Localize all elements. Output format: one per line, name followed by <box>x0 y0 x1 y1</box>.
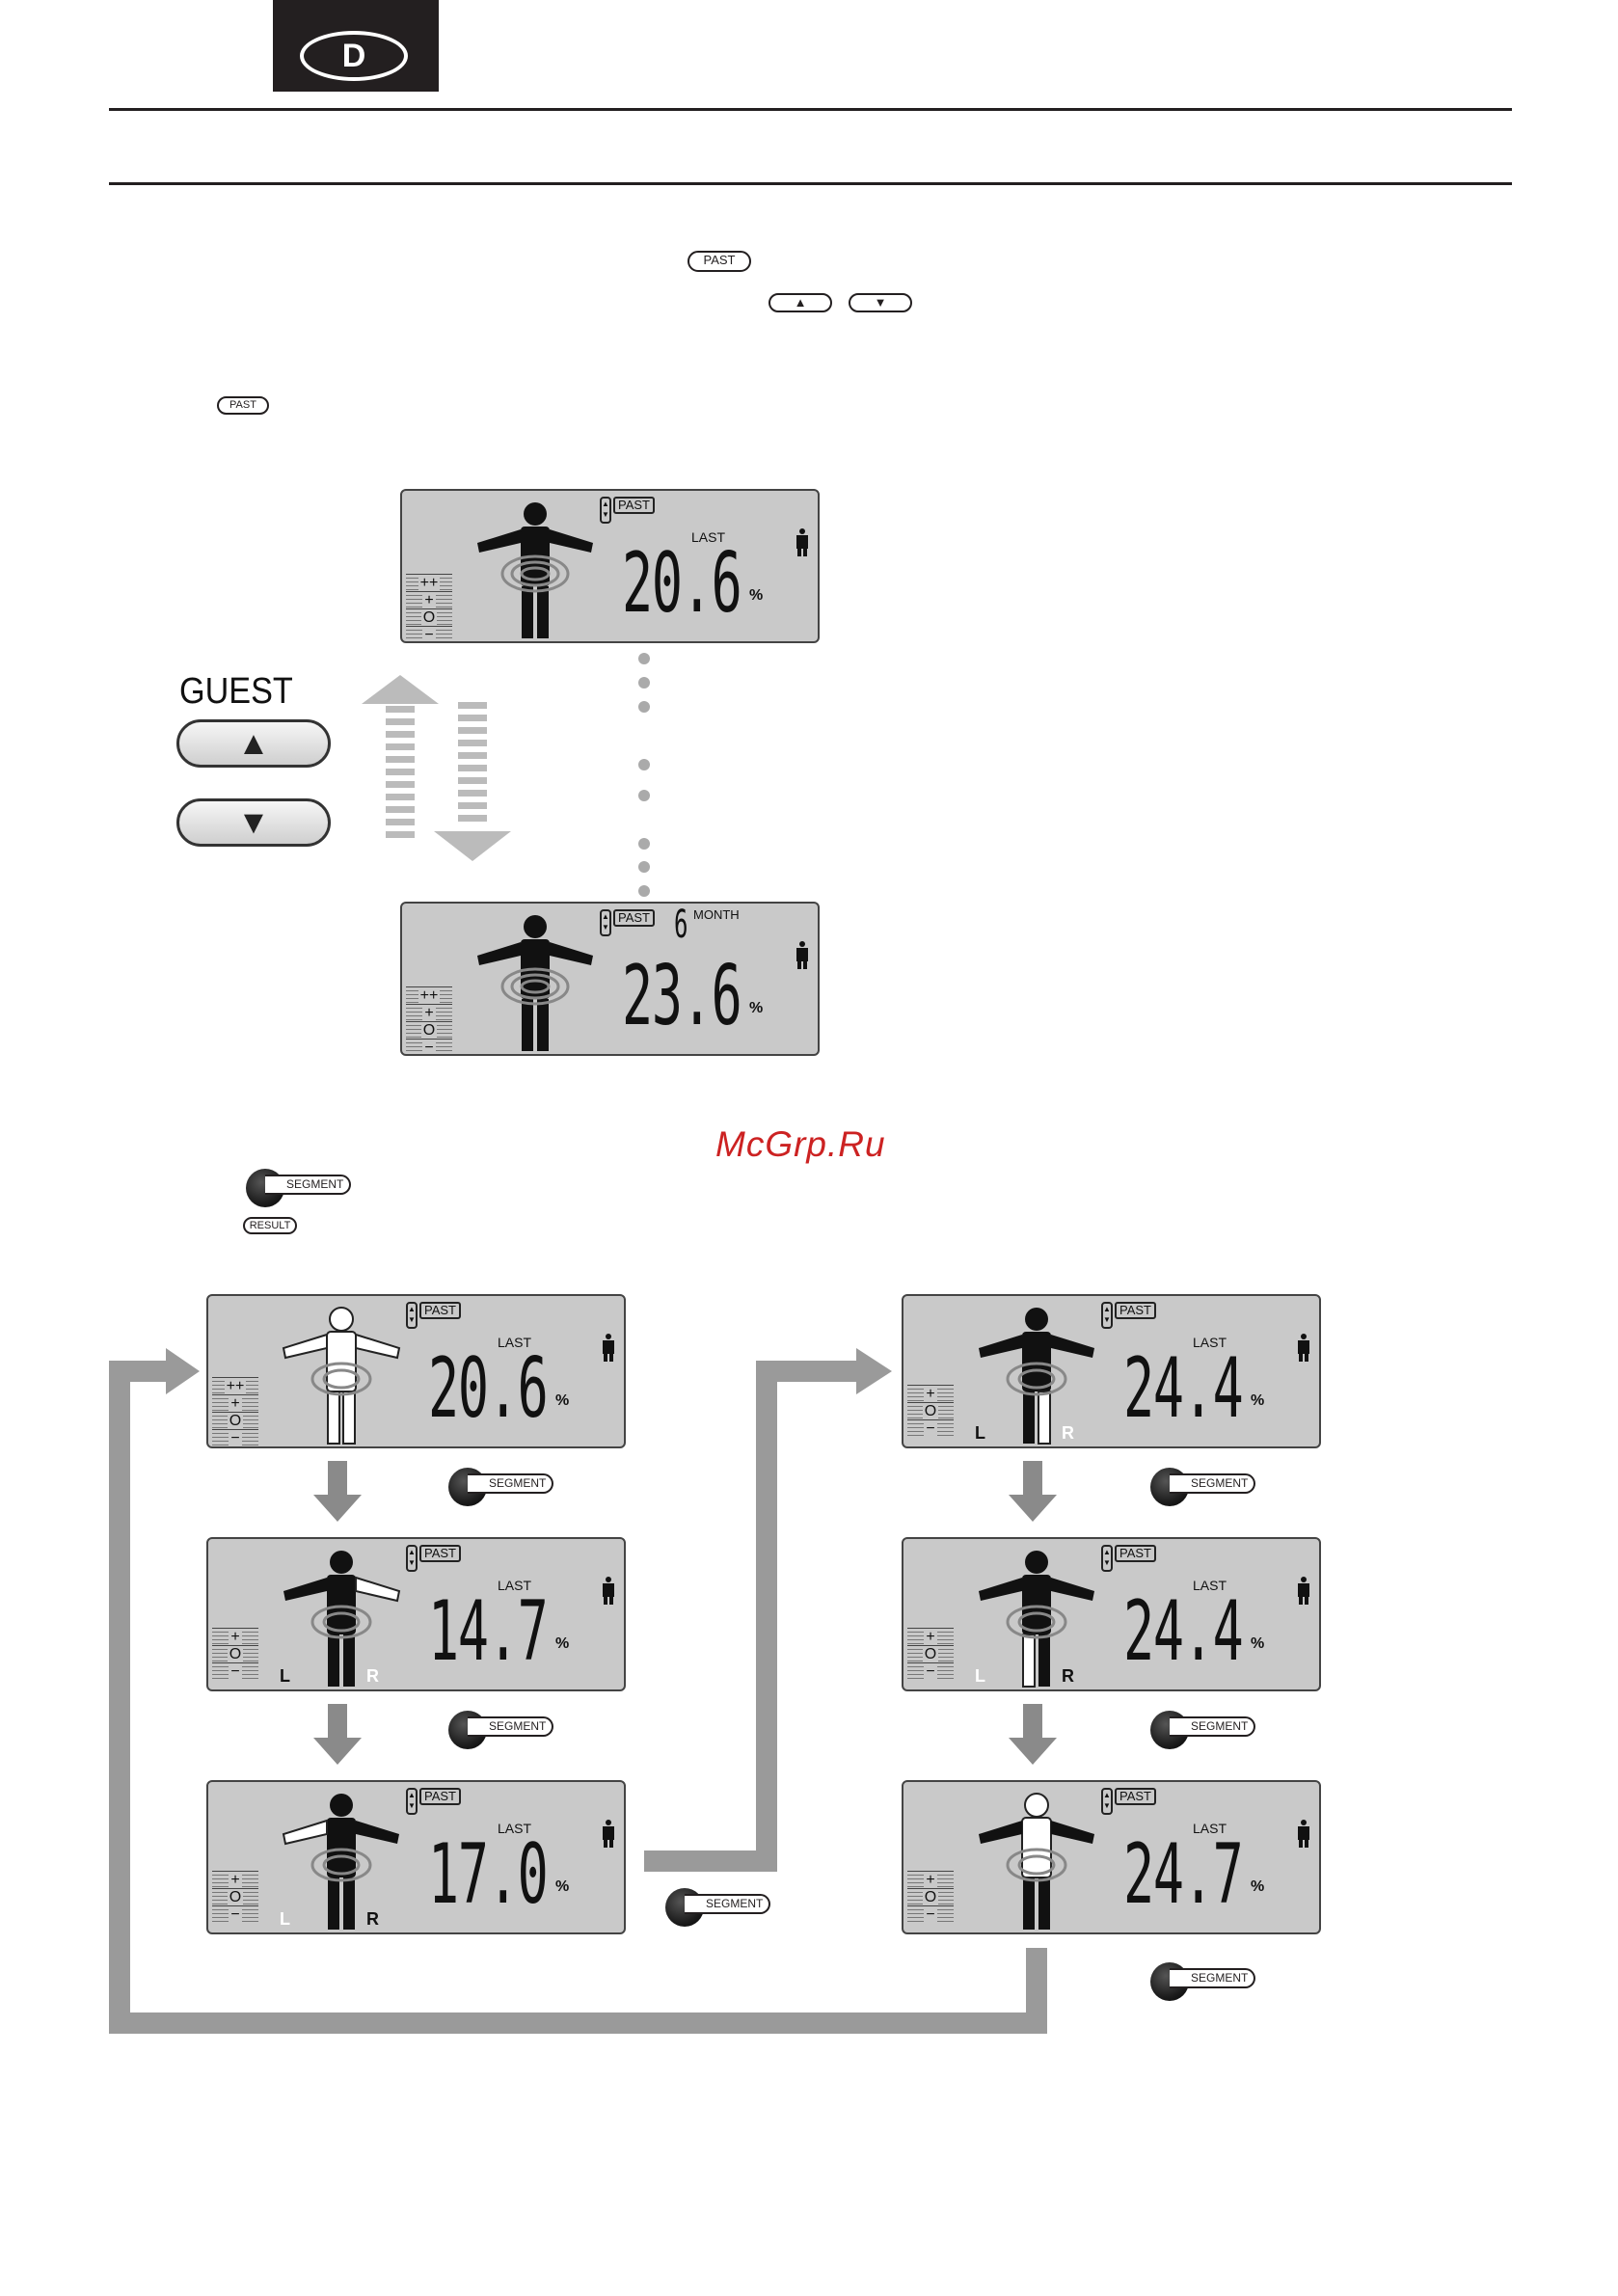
guest-up-button[interactable]: ▲ <box>176 719 331 768</box>
last-label: LAST <box>691 529 726 545</box>
watermark: McGrp.Ru <box>715 1124 886 1164</box>
rating-scale: + O − <box>907 1385 954 1437</box>
person-percent-icon <box>603 1820 614 1848</box>
rating-scale: ++ + O − <box>212 1377 258 1446</box>
body-figure-icon <box>283 1551 401 1687</box>
rating-scale: + O − <box>907 1871 954 1923</box>
down-button-symbol: ▼ <box>849 293 912 312</box>
last-label: LAST <box>1193 1578 1227 1593</box>
rating-scale: ++ + O − <box>406 986 452 1054</box>
lcd-segment-trunk: ▲▼PAST LAST 24.7 % + O − <box>902 1780 1321 1934</box>
person-percent-icon <box>603 1334 614 1362</box>
person-percent-icon <box>1298 1334 1309 1362</box>
unit-label: % <box>749 1000 764 1016</box>
past-button-symbol-small: PAST <box>217 396 269 415</box>
unit-label: % <box>1251 1635 1265 1652</box>
history-dots <box>638 653 650 897</box>
unit-label: % <box>555 1392 570 1409</box>
unit-label: % <box>555 1878 570 1895</box>
body-figure-icon <box>477 502 593 638</box>
last-label: LAST <box>1193 1821 1227 1836</box>
past-indicator: ▲▼PAST <box>406 1302 461 1329</box>
right-marker: R <box>366 1666 379 1686</box>
person-percent-icon <box>1298 1820 1309 1848</box>
rating-scale: + O − <box>212 1628 258 1680</box>
language-badge: D <box>273 0 439 92</box>
past-indicator: ▲▼PAST <box>1101 1788 1156 1815</box>
right-marker: R <box>1062 1666 1074 1686</box>
result-button-symbol: RESULT <box>243 1217 297 1234</box>
month-label: MONTH <box>693 907 740 922</box>
section-rule <box>109 182 1512 185</box>
lcd-display-last: ▲▼PAST LAST 20.6 % ++ + O − <box>400 489 820 643</box>
past-indicator: ▲▼PAST <box>600 497 655 524</box>
past-indicator: ▲▼PAST <box>600 909 655 936</box>
past-indicator: ▲▼PAST <box>1101 1545 1156 1572</box>
body-figure-icon <box>979 1793 1094 1930</box>
person-percent-icon <box>796 941 808 969</box>
body-fat-value: 20.6 <box>622 535 742 632</box>
last-label: LAST <box>1193 1335 1227 1350</box>
last-label: LAST <box>498 1578 532 1593</box>
unit-label: % <box>749 587 764 604</box>
lcd-segment-right-leg: ▲▼PAST LAST 24.4 % L R + O − <box>902 1294 1321 1448</box>
segment-value: 17.0 <box>428 1826 549 1923</box>
right-marker: R <box>1062 1423 1074 1443</box>
segment-value: 24.7 <box>1123 1826 1244 1923</box>
lcd-display-6-month: ▲▼PAST 6 MONTH 23.6 % ++ + O − <box>400 902 820 1056</box>
lcd-segment-whole-body: ▲▼PAST LAST 20.6 % ++ + O − <box>206 1294 626 1448</box>
guest-down-button[interactable]: ▼ <box>176 798 331 847</box>
segment-value: 14.7 <box>428 1583 549 1680</box>
past-button-symbol: PAST <box>688 251 751 272</box>
lcd-segment-right-arm: ▲▼PAST LAST 14.7 % L R + O − <box>206 1537 626 1691</box>
segment-value: 20.6 <box>428 1340 549 1437</box>
guest-label: GUEST <box>179 671 293 712</box>
unit-label: % <box>1251 1878 1265 1895</box>
left-marker: L <box>280 1666 290 1686</box>
body-figure-icon <box>979 1308 1094 1445</box>
rating-scale: + O − <box>907 1628 954 1680</box>
right-marker: R <box>366 1909 379 1929</box>
last-label: LAST <box>498 1821 532 1836</box>
rating-scale: + O − <box>212 1871 258 1923</box>
last-label: LAST <box>498 1335 532 1350</box>
segment-value: 24.4 <box>1123 1583 1244 1680</box>
past-indicator: ▲▼PAST <box>406 1545 461 1572</box>
language-code: D <box>300 31 408 81</box>
left-marker: L <box>280 1909 290 1929</box>
body-figure-icon <box>282 1307 401 1445</box>
lcd-segment-left-arm: ▲▼PAST LAST 17.0 % L R + O − <box>206 1780 626 1934</box>
left-marker: L <box>975 1666 985 1686</box>
unit-label: % <box>555 1635 570 1652</box>
rating-scale: ++ + O − <box>406 574 452 641</box>
body-figure-icon <box>979 1551 1094 1688</box>
up-button-symbol: ▲ <box>769 293 832 312</box>
past-indicator: ▲▼PAST <box>406 1788 461 1815</box>
person-percent-icon <box>603 1577 614 1605</box>
body-figure-icon <box>477 915 593 1051</box>
person-percent-icon <box>1298 1577 1309 1605</box>
left-marker: L <box>975 1423 985 1443</box>
body-figure-icon <box>282 1794 399 1930</box>
person-percent-icon <box>796 528 808 556</box>
body-fat-value: 23.6 <box>622 948 742 1044</box>
past-indicator: ▲▼PAST <box>1101 1302 1156 1329</box>
top-rule <box>109 108 1512 111</box>
unit-label: % <box>1251 1392 1265 1409</box>
segment-value: 24.4 <box>1123 1340 1244 1437</box>
lcd-segment-left-leg: ▲▼PAST LAST 24.4 % L R + O − <box>902 1537 1321 1691</box>
month-number: 6 <box>674 903 688 947</box>
